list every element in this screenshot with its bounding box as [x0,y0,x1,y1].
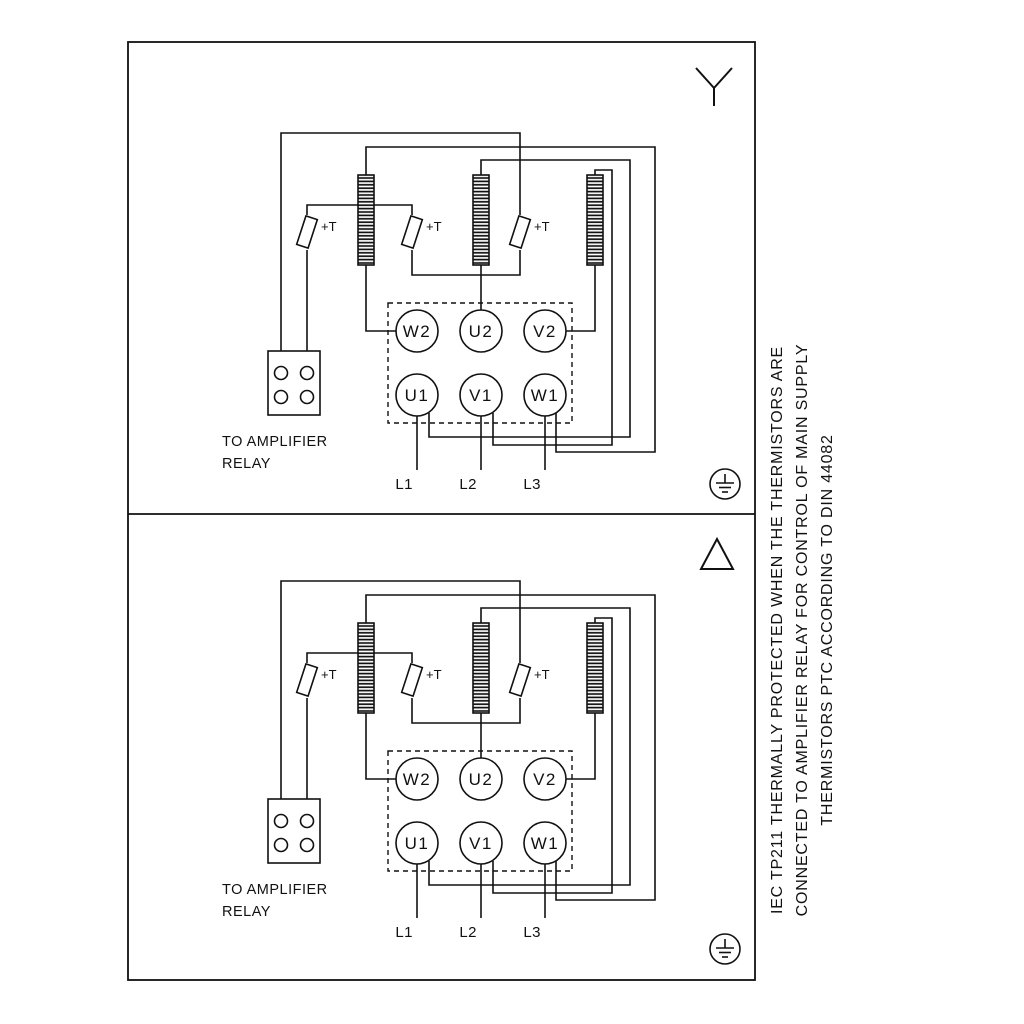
terminal-label-u2: U2 [469,322,494,341]
note-column: IEC TP211 THERMALLY PROTECTED WHEN THE T… [769,344,836,917]
delta-connection-icon [699,536,735,570]
terminal-label-u1: U1 [405,386,430,405]
note-line-3: THERMISTORS PTC ACCORDING TO DIN 44082 [819,434,836,825]
star-connection-icon [695,67,733,106]
thermistor-label: +T [426,219,442,234]
terminal-label-w1: W1 [531,386,560,405]
thermistor-label: +T [534,667,550,682]
amplifier-relay-label: RELAY [222,904,271,920]
earth-ground-icon [709,933,741,965]
terminal-label-v2: V2 [533,322,557,341]
supply-label-l2: L2 [459,476,477,493]
supply-label-l3: L3 [523,924,541,941]
diagram-border [127,41,756,981]
terminal-label-v2: V2 [533,770,557,789]
amplifier-relay-label: RELAY [222,456,271,472]
thermistor-label: +T [321,219,337,234]
terminal-label-w1: W1 [531,834,560,853]
supply-label-l1: L1 [395,924,413,941]
terminal-label-v1: V1 [469,386,493,405]
supply-label-l2: L2 [459,924,477,941]
star-panel: +T +T +T W2 U2 V2 U1 V1 W1 L1 L2 L3 TO A… [222,67,741,500]
note-line-2: CONNECTED TO AMPLIFIER RELAY FOR CONTROL… [794,344,811,917]
thermistor-label: +T [321,667,337,682]
delta-panel: +T +T +T W2 U2 V2 U1 V1 W1 L1 L2 L3 TO A… [222,536,741,965]
supply-label-l3: L3 [523,476,541,493]
terminal-label-v1: V1 [469,834,493,853]
terminal-label-w2: W2 [403,770,432,789]
thermistor-label: +T [534,219,550,234]
terminal-label-u1: U1 [405,834,430,853]
earth-ground-icon [709,468,741,500]
supply-label-l1: L1 [395,476,413,493]
terminal-label-w2: W2 [403,322,432,341]
thermistor-label: +T [426,667,442,682]
amplifier-relay-label: TO AMPLIFIER [222,434,328,450]
amplifier-relay-label: TO AMPLIFIER [222,882,328,898]
note-line-1: IEC TP211 THERMALLY PROTECTED WHEN THE T… [769,346,786,914]
terminal-label-u2: U2 [469,770,494,789]
